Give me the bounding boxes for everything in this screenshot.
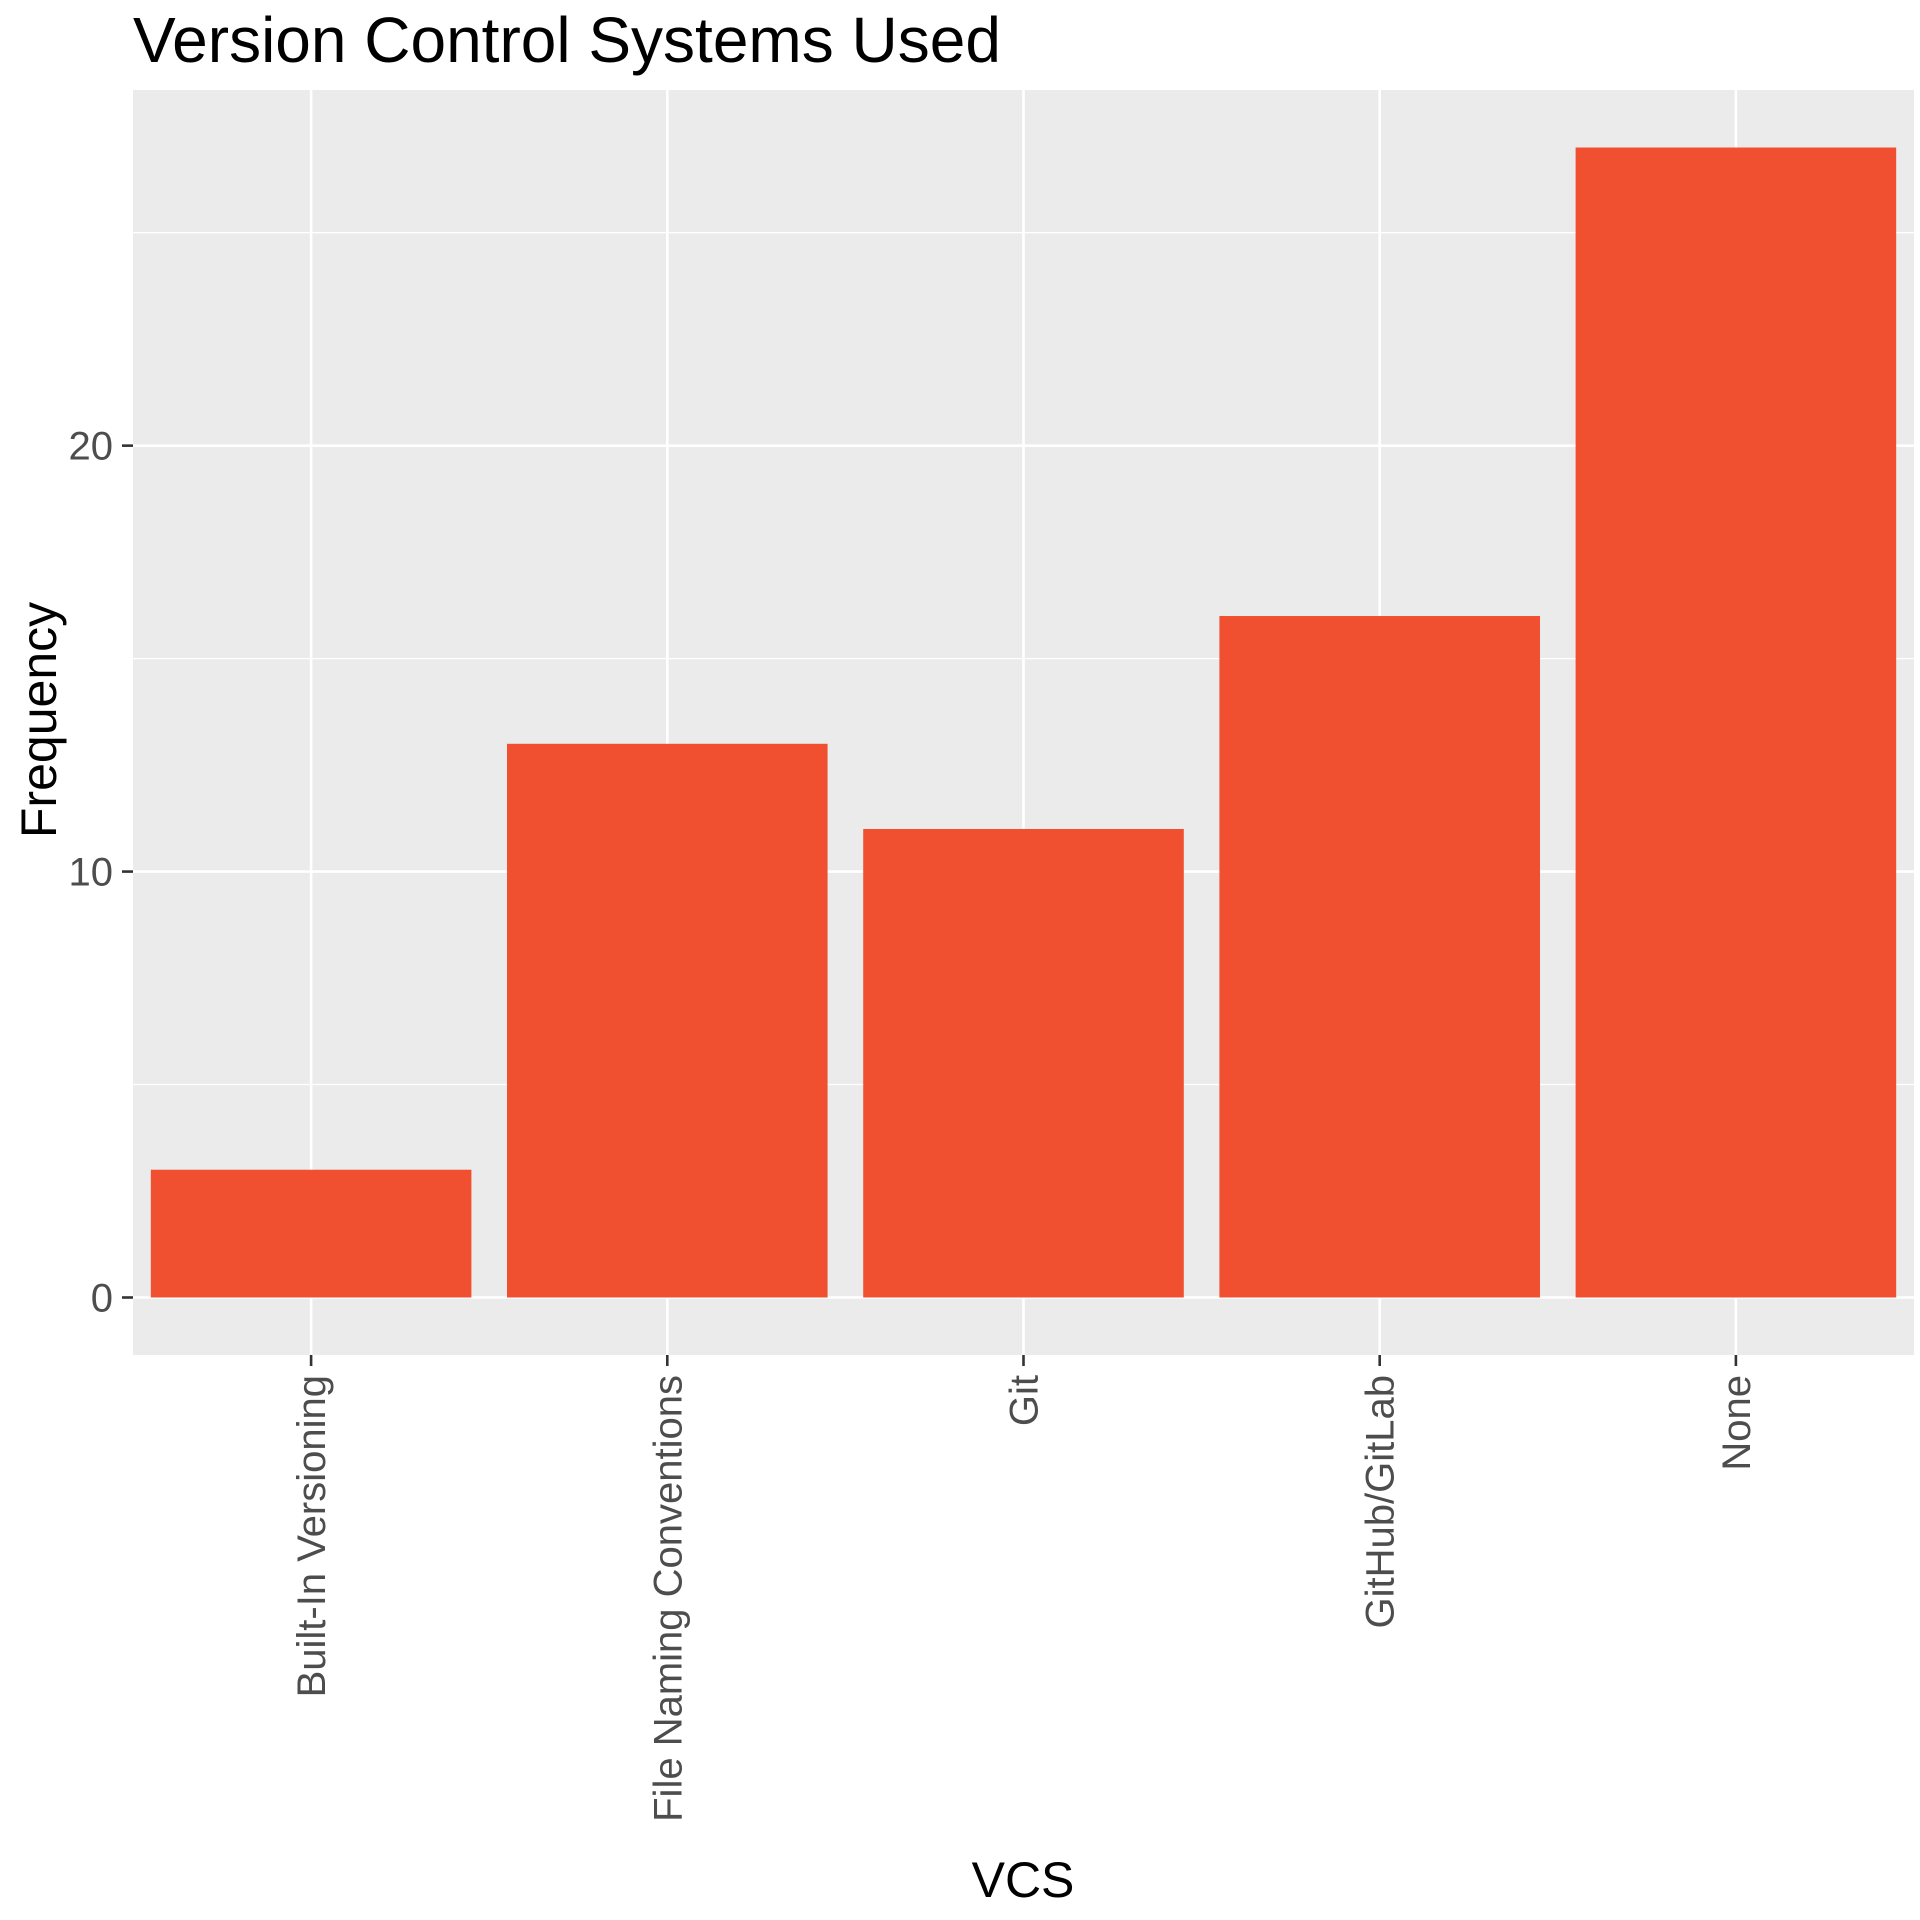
x-tick-label: File Naming Conventions [646,1375,690,1822]
y-tick-label: 10 [69,851,114,895]
y-axis: 0 10 20 [69,425,133,1321]
x-axis-title: VCS [972,1852,1075,1908]
y-tick-label: 20 [69,425,114,469]
bar [507,743,828,1298]
x-tick-label: None [1715,1375,1759,1471]
y-axis-title: Frequency [11,602,67,838]
bars [150,147,1897,1298]
x-tick-label: Git [1003,1375,1047,1426]
x-axis: Built-In Versioning File Naming Conventio… [290,1355,1759,1822]
bar [150,1169,472,1298]
bar [863,828,1184,1298]
y-tick-label: 0 [91,1277,113,1321]
bar [1219,616,1540,1298]
chart-title: Version Control Systems Used [133,4,1001,76]
x-tick-label: Built-In Versioning [290,1375,334,1697]
x-tick-label: GitHub/GitLab [1359,1375,1403,1628]
bar [1575,147,1897,1298]
